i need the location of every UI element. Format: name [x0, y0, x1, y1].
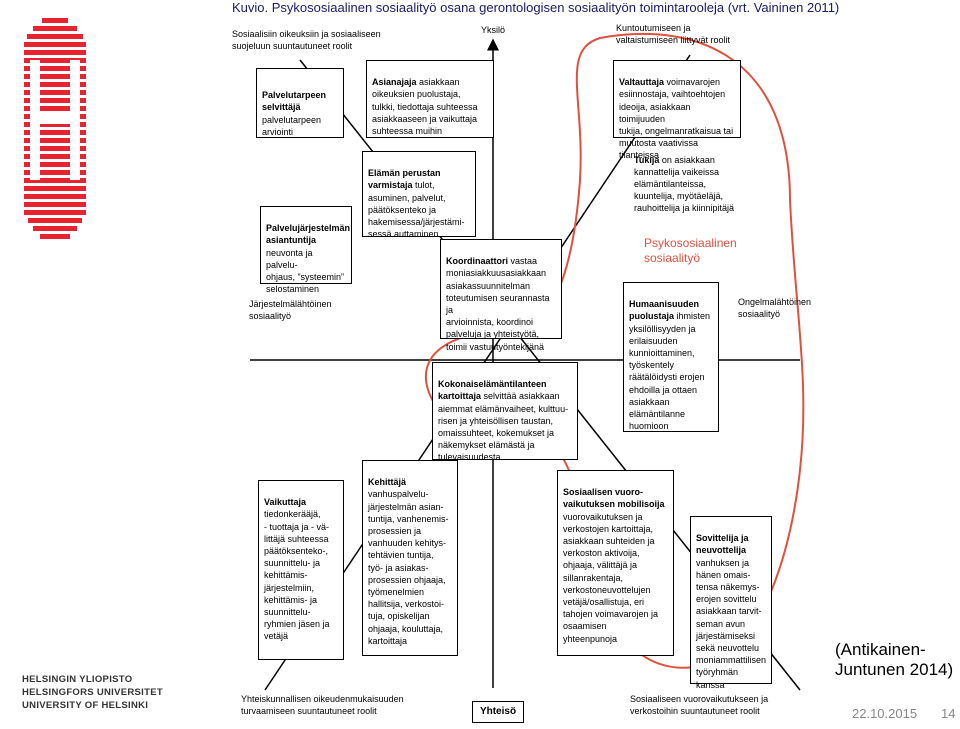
- role-box-elaman-perustan: Elämän perustan varmistaja tulot, asumin…: [362, 151, 476, 240]
- role-title: Valtauttaja: [619, 77, 665, 88]
- role-title: Palvelujärjestelmän asiantuntija: [266, 223, 351, 246]
- role-text: vanhuspalvelu- järjestelmän asian- tunti…: [368, 489, 449, 646]
- role-text: vuorovaikutuksen ja verkostojen kartoitt…: [563, 511, 659, 644]
- axis-label-right: Ongelmalähtöinen sosiaalityö: [738, 297, 812, 319]
- axis-label-left: Järjestelmälähtöinen sosiaalityö: [249, 299, 332, 321]
- role-text: ihmisten yksilöllisyyden ja erilaisuuden…: [629, 311, 711, 432]
- role-box-sosiaalisen: Sosiaalisen vuoro- vaikutuksen mobilisoi…: [557, 470, 674, 656]
- role-box-palvelujarjestelman: Palvelujärjestelmän asiantuntija neuvont…: [260, 206, 352, 294]
- role-box-kehittaja: Kehittäjä vanhuspalvelu- järjestelmän as…: [362, 460, 458, 656]
- axis-label-top-left: Sosiaalisiin oikeuksiin ja sosiaaliseen …: [232, 29, 381, 51]
- role-title: Sosiaalisen vuoro- vaikutuksen mobilisoi…: [563, 487, 665, 510]
- axis-label-top-right: Kuntoutumiseen ja valtaistumiseen liitty…: [616, 23, 731, 45]
- footer-page-number: 14: [941, 706, 956, 721]
- role-text: tiedonkerääjä, - tuottaja ja - vä- littä…: [264, 509, 330, 642]
- role-box-kokonaiselaman: Kokonaiselämäntilanteen kartoittaja selv…: [432, 362, 578, 463]
- university-logo-text: HELSINGIN YLIOPISTO HELSINGFORS UNIVERSI…: [22, 674, 163, 711]
- role-text: selvittää asiakkaan aiemmat elämänvaihee…: [438, 391, 569, 463]
- role-title: Elämän perustan varmistaja: [368, 168, 441, 191]
- role-title: Asianajaja: [372, 77, 417, 88]
- role-box-palvelutarpeen: Palvelutarpeen selvittäjä palvelutarpeen…: [256, 68, 344, 138]
- axis-label-bottom-left: Yhteiskunnallisen oikeudenmukaisuuden tu…: [241, 694, 404, 716]
- role-title: Tukija: [634, 155, 660, 165]
- role-title: Kehittäjä: [368, 477, 407, 488]
- role-box-sovittelija: Sovittelija ja neuvottelija vanhuksen ja…: [690, 516, 772, 690]
- role-text: vanhuksen ja hänen omais- tensa näkemys-…: [696, 557, 767, 690]
- role-text: vastaa moniasiakkuusasiakkaan asiakassuu…: [446, 256, 550, 352]
- role-text: tulot, asuminen, palvelut, päätöksenteko…: [368, 180, 465, 240]
- footer-date: 22.10.2015: [852, 706, 918, 721]
- role-title: Humaanisuuden puolustaja: [629, 299, 700, 322]
- role-title: Palvelutarpeen selvittäjä: [262, 90, 327, 113]
- page-title: Kuvio. Psykososiaalinen sosiaalityö osan…: [232, 0, 840, 15]
- role-text: on asiakkaan kannattelija vaikeissa eläm…: [634, 155, 735, 213]
- axis-label-top-center: Yksilö: [481, 25, 506, 35]
- role-text: palvelutarpeen arviointi: [262, 114, 322, 137]
- role-text: voimavarojen esiinnostaja, vaihtoehtojen…: [619, 77, 734, 161]
- role-box-asianajaja: Asianajaja asiakkaan oikeuksien puolusta…: [366, 60, 494, 138]
- axis-label-bottom-right: Sosiaaliseen vuorovaikutukseen ja verkos…: [630, 694, 769, 716]
- psychosocial-label: Psykososiaalinen sosiaalityö: [644, 236, 737, 265]
- role-tukija: Tukija on asiakkaan kannattelija vaikeis…: [634, 142, 734, 214]
- role-title: Kokonaiselämäntilanteen kartoittaja: [438, 379, 547, 402]
- role-box-koordinaattori: Koordinaattori vastaa moniasiakkuusasiak…: [440, 239, 562, 352]
- role-box-humaanisuuden: Humaanisuuden puolustaja ihmisten yksilö…: [623, 282, 719, 432]
- role-title: Sovittelija ja neuvottelija: [696, 533, 749, 556]
- role-text: neuvonta ja palvelu- ohjaus, ”systeemin”…: [266, 247, 345, 295]
- role-box-vaikuttaja: Vaikuttaja tiedonkerääjä, - tuottaja ja …: [258, 480, 344, 660]
- axis-label-bottom-center: Yhteisö: [472, 701, 524, 723]
- role-title: Vaikuttaja: [264, 497, 307, 508]
- credit-citation: (Antikainen- Juntunen 2014): [835, 640, 954, 679]
- role-text: asiakkaan oikeuksien puolustaja, tulkki,…: [372, 77, 478, 137]
- role-box-valtauttaja: Valtauttaja voimavarojen esiinnostaja, v…: [613, 60, 741, 160]
- role-title: Koordinaattori: [446, 256, 508, 267]
